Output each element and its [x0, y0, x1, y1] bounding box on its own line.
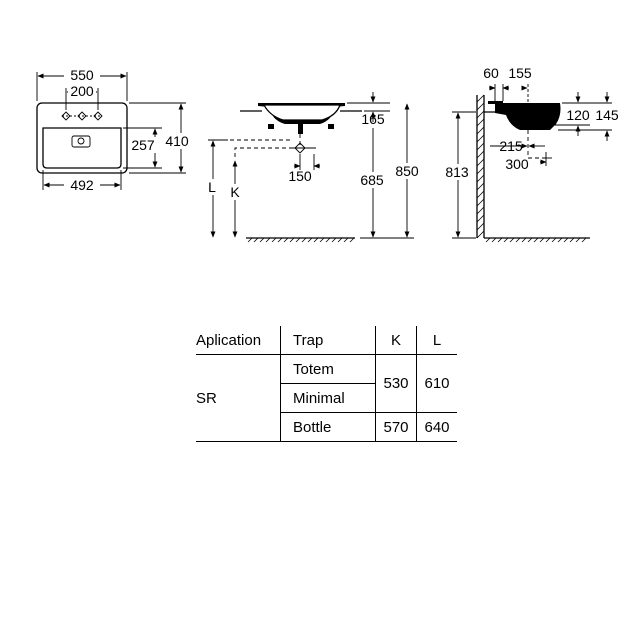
dim-depth-inner: 257	[131, 137, 155, 153]
dim-width-outer: 550	[70, 67, 94, 83]
dim-side-60: 60	[483, 65, 499, 81]
dim-height-685: 685	[360, 172, 384, 188]
l-cell: 640	[416, 412, 457, 442]
trap-cell: Minimal	[280, 383, 376, 413]
side-trap-dashed	[527, 130, 546, 159]
dim-side-145: 145	[595, 107, 619, 123]
dim-side-120: 120	[566, 107, 590, 123]
dim-height-850: 850	[395, 163, 419, 179]
basin-inner-outline	[42, 127, 122, 169]
dim-offset-150: 150	[288, 168, 312, 184]
trap-cell: Totem	[280, 354, 376, 384]
header-application: Aplication	[196, 326, 281, 355]
trap-height-table: Aplication Trap K L SR Totem 530 610 Min…	[196, 326, 457, 442]
header-l: L	[416, 326, 457, 355]
dim-side-300: 300	[505, 156, 529, 172]
dim-width-inner: 492	[70, 177, 94, 193]
dim-label-l: L	[208, 179, 216, 195]
k-cell: 570	[375, 412, 417, 442]
header-k: K	[375, 326, 417, 355]
dim-label-k: K	[230, 184, 240, 200]
side-view: 60 155 120 145 215 300 813	[442, 65, 619, 243]
dim-tap-spacing: 200	[70, 83, 94, 99]
table-row: Minimal	[196, 383, 457, 413]
dim-height-165: 165	[361, 111, 385, 127]
table-row: SR Totem 530 610	[196, 354, 457, 442]
table-header-row: Aplication Trap K L	[196, 326, 457, 355]
top-view: 550 200 410 257 492	[36, 67, 191, 193]
k-cell: 530	[375, 354, 417, 413]
technical-drawing: 550 200 410 257 492	[36, 65, 619, 243]
waste-outlet-icon	[289, 142, 316, 154]
dim-side-813: 813	[445, 164, 469, 180]
l-cell: 610	[416, 354, 457, 413]
drain-icon	[71, 135, 91, 148]
dim-side-215: 215	[499, 138, 523, 154]
trap-cell: Bottle	[280, 412, 376, 442]
tap-hole-icons	[61, 111, 103, 121]
dim-side-155: 155	[508, 65, 532, 81]
dim-depth-outer: 410	[165, 133, 189, 149]
header-trap: Trap	[280, 326, 376, 355]
basin-outer-outline	[36, 102, 128, 174]
trap-pipe-dashed	[234, 134, 301, 160]
table-row: Bottle 570 640	[196, 412, 457, 442]
front-view: L K 150 165 685 850	[205, 92, 422, 243]
application-cell: SR	[196, 354, 281, 442]
